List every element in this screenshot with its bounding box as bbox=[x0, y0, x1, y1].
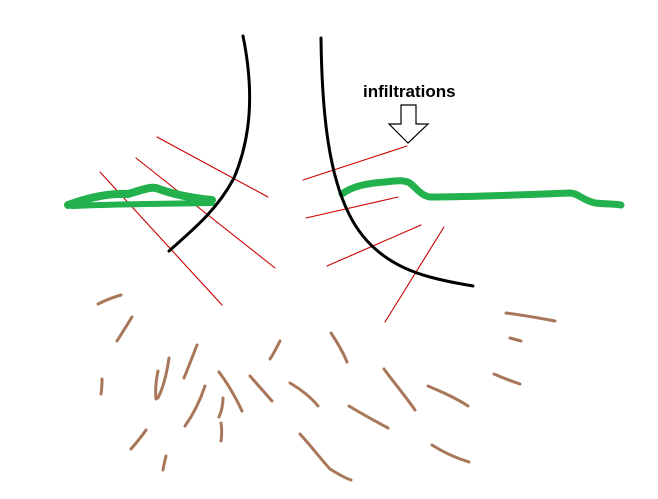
soil-mark bbox=[288, 381, 320, 408]
soil-mark bbox=[382, 367, 417, 412]
infiltrations-annotation: infiltrations bbox=[363, 82, 456, 144]
fracture-line bbox=[302, 145, 408, 181]
soil-mark bbox=[508, 336, 523, 343]
fracture-line bbox=[156, 136, 269, 198]
soil-mark bbox=[96, 293, 123, 306]
crater-wall-right bbox=[319, 36, 475, 288]
soil-mark bbox=[219, 421, 224, 443]
soil-mark bbox=[298, 432, 353, 482]
soil-mark bbox=[115, 315, 134, 343]
soil-marks bbox=[96, 293, 557, 482]
ground-surface-right bbox=[338, 177, 625, 209]
fracture-lines bbox=[99, 136, 445, 323]
infiltrations-label: infiltrations bbox=[363, 82, 456, 101]
soil-mark bbox=[217, 370, 244, 413]
soil-mark bbox=[217, 396, 225, 419]
soil-mark bbox=[161, 454, 168, 472]
ground-surface-left-lower bbox=[69, 200, 215, 209]
soil-mark bbox=[99, 377, 104, 396]
soil-mark bbox=[430, 443, 471, 464]
soil-mark bbox=[154, 369, 160, 401]
soil-mark bbox=[268, 339, 282, 361]
soil-mark bbox=[248, 374, 274, 403]
soil-mark bbox=[329, 331, 349, 364]
soil-mark bbox=[426, 384, 470, 408]
crater-wall-left bbox=[167, 34, 252, 253]
fracture-line bbox=[305, 196, 399, 219]
soil-mark bbox=[129, 428, 148, 451]
soil-mark bbox=[347, 404, 390, 430]
fracture-line bbox=[135, 157, 276, 269]
fracture-line bbox=[384, 226, 445, 323]
ground-surface-left bbox=[64, 183, 216, 209]
soil-mark bbox=[492, 372, 522, 386]
soil-mark bbox=[183, 384, 207, 428]
soil-mark bbox=[504, 311, 557, 323]
soil-mark bbox=[156, 356, 171, 400]
fracture-line bbox=[326, 224, 422, 267]
soil-mark bbox=[182, 343, 199, 380]
down-arrow-icon bbox=[387, 104, 430, 144]
